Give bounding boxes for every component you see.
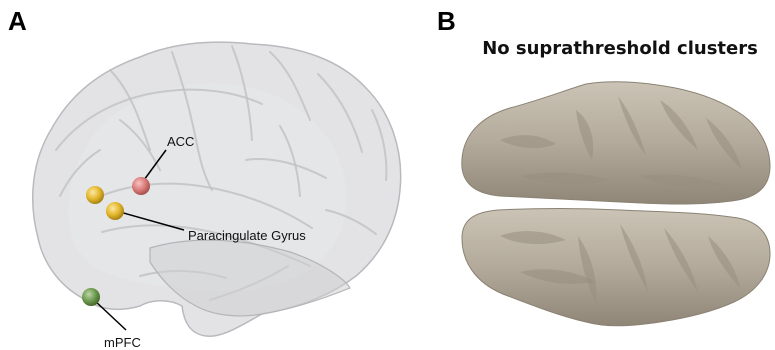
inflated-cortex — [462, 82, 770, 326]
paracingulate-label: Paracingulate Gyrus — [188, 228, 306, 243]
acc-marker — [132, 177, 150, 195]
acc-label: ACC — [167, 134, 194, 149]
mpfc-marker — [82, 288, 100, 306]
mpfc-label: mPFC — [104, 335, 141, 350]
paracingulate-marker-lower — [106, 202, 124, 220]
paracingulate-marker-upper — [86, 186, 104, 204]
